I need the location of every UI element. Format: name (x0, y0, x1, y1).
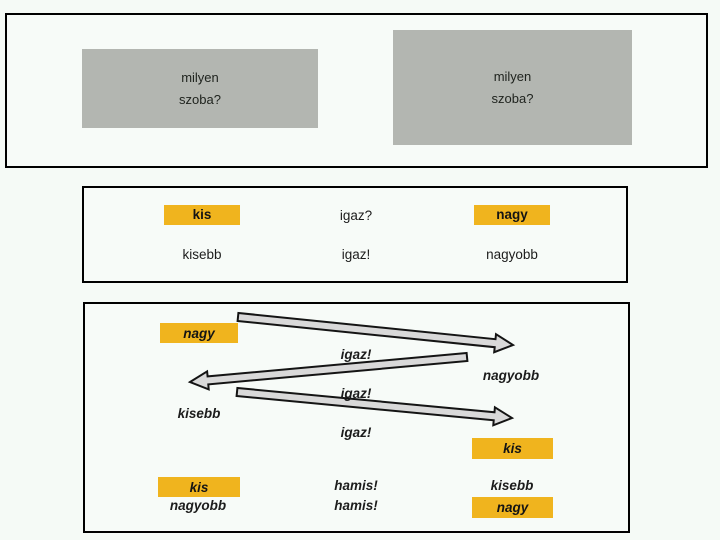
highlight-nagy-top: nagy (160, 323, 238, 343)
word-nagyobb-label: nagyobb (486, 247, 538, 262)
word-kis-cell: kis (127, 205, 277, 225)
highlight-nagy-bottom-right: nagy (472, 497, 553, 518)
highlight-kis-bottom-left: kis (158, 477, 240, 497)
igaz-answer-label: igaz! (341, 247, 371, 262)
arrow-right-bottom-icon (235, 386, 515, 427)
hamis-label-2: hamis! (334, 498, 378, 513)
arrows-graphic (187, 311, 516, 427)
word-kisebb-label: kisebb (182, 247, 222, 262)
kisebb-bottom-right-label: kisebb (490, 478, 534, 493)
igaz-label-3: igaz! (340, 425, 372, 440)
room-card-line: szoba? (491, 90, 534, 106)
igaz-label-1: igaz! (340, 347, 372, 362)
hamis-label-1: hamis! (334, 478, 378, 493)
nagyobb-bottom-left-label: nagyobb (169, 498, 227, 513)
highlight-kis-right: kis (472, 438, 553, 459)
arrow-left-middle-icon (187, 351, 469, 391)
dialogue-diagram-panel: nagy igaz! nagyobb igaz! kisebb igaz! ki… (83, 302, 630, 533)
big-room-card: milyen szoba? (393, 30, 632, 145)
igaz-label-2: igaz! (340, 386, 372, 401)
word-nagy-cell: nagy (437, 205, 587, 225)
nagyobb-right-label: nagyobb (482, 368, 540, 383)
room-card-line: milyen (181, 69, 219, 85)
small-room-card: milyen szoba? (82, 49, 318, 128)
highlight-kis: kis (164, 205, 240, 225)
room-card-line: milyen (493, 68, 532, 84)
igaz-question-label: igaz? (339, 208, 373, 223)
highlight-nagy: nagy (474, 205, 550, 225)
room-question-panel: milyen szoba? milyen szoba? (5, 13, 708, 168)
room-card-line: szoba? (179, 91, 221, 107)
arrow-right-top-icon (236, 311, 516, 354)
kisebb-left-label: kisebb (177, 406, 221, 421)
comparison-table-panel: kis igaz? nagy kisebb igaz! nagyobb (82, 186, 628, 283)
